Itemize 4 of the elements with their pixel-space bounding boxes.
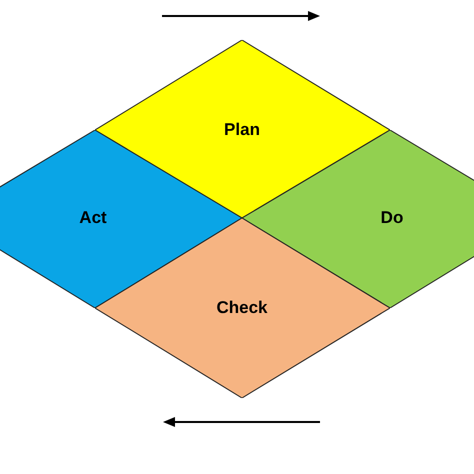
quadrant-label: Act [79, 208, 107, 228]
quadrant-label: Check [216, 298, 268, 318]
quadrant-label: Do [380, 208, 404, 228]
quadrant-label: Plan [224, 120, 260, 140]
